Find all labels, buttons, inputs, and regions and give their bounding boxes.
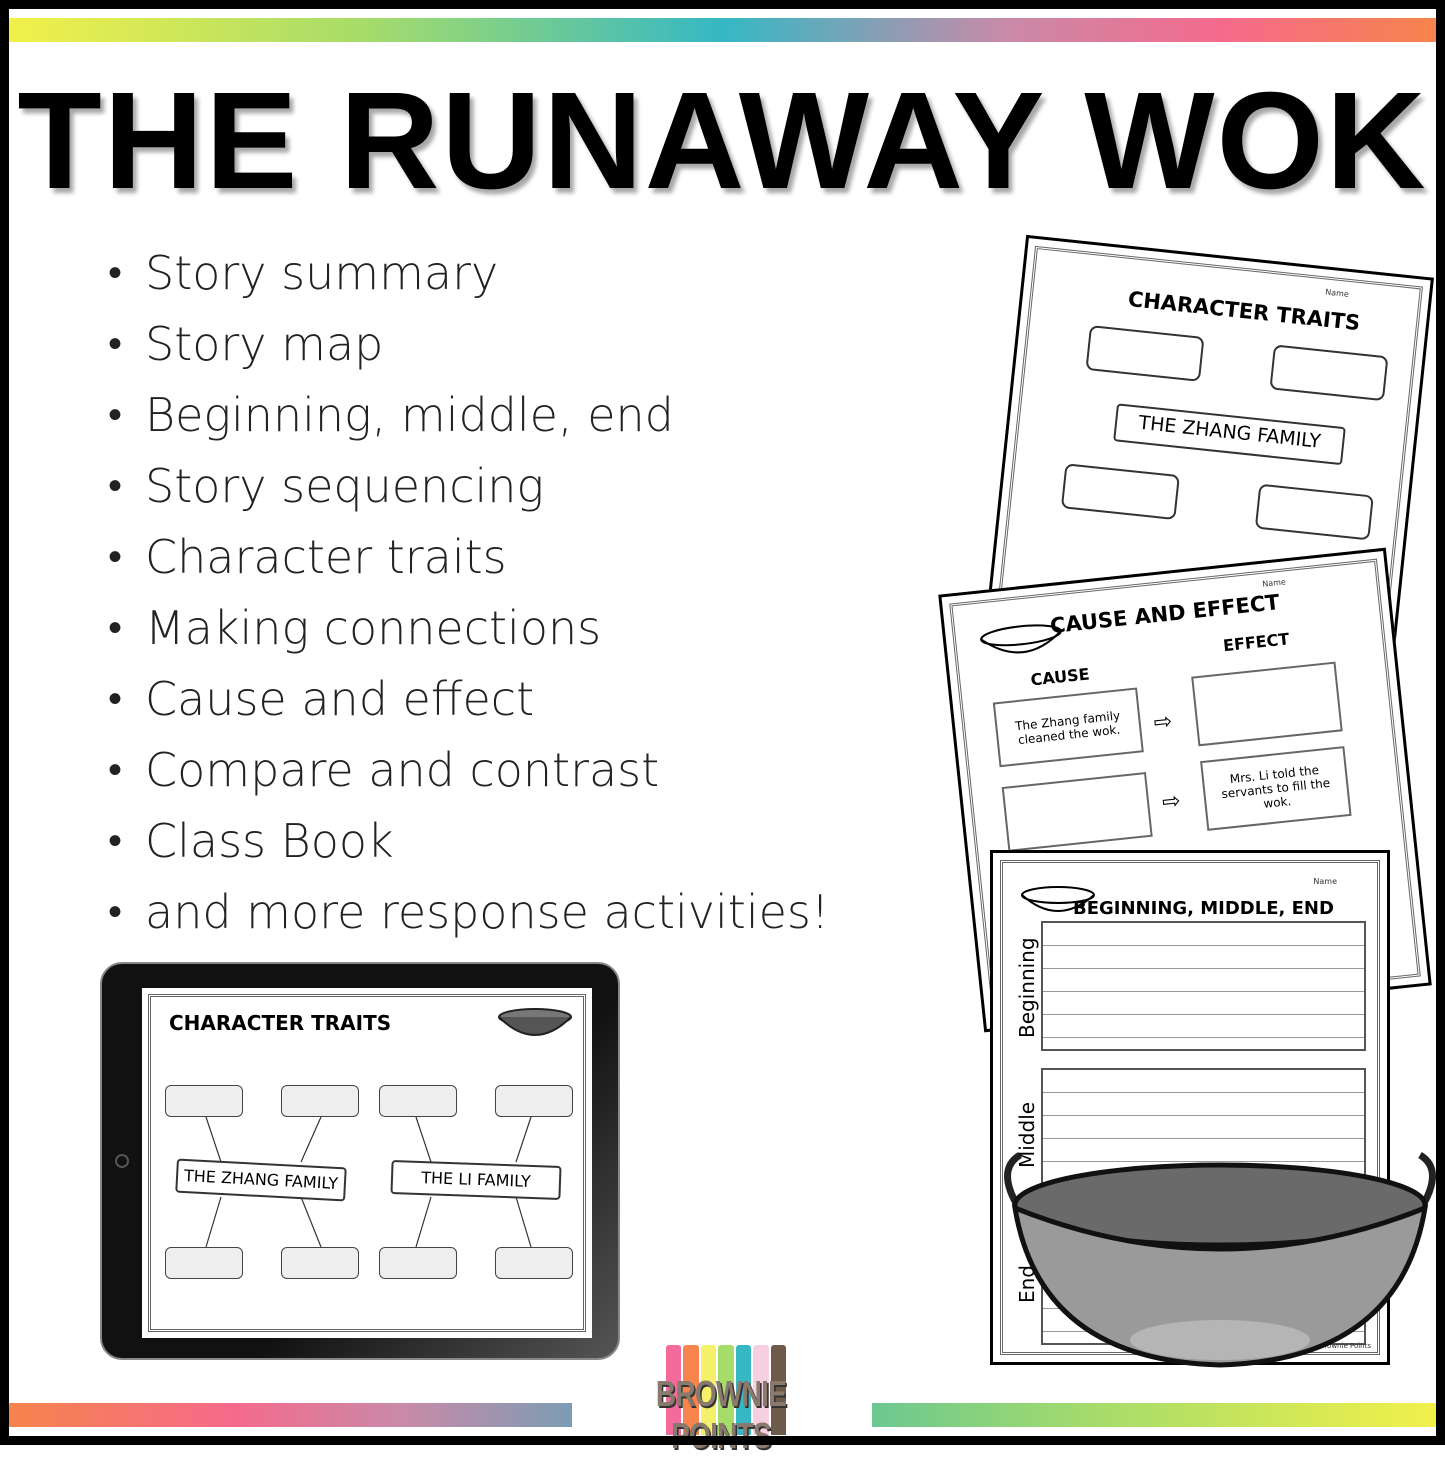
trait-box [281,1085,359,1117]
home-button-icon [115,1154,129,1168]
trait-box [495,1247,573,1279]
cause-box [1001,771,1153,852]
feature-list: •Story summary •Story map •Beginning, mi… [108,238,829,948]
tablet-preview: CHARACTER TRAITS THE ZHANG FAMILY THE LI… [100,962,620,1360]
list-item: •Story sequencing [108,459,545,513]
cause-box: The Zhang family cleaned the wok. [992,687,1144,768]
trait-box [281,1247,359,1279]
trait-box [379,1085,457,1117]
pencil-icon [753,1345,769,1435]
trait-box [1254,483,1374,541]
arrow-icon: ⇨ [1160,788,1182,816]
list-item: •Story summary [108,246,499,300]
tablet-heading: CHARACTER TRAITS [169,1011,392,1035]
trait-box [1269,344,1389,402]
trait-box [1060,463,1180,521]
list-item: •and more response activities! [108,885,830,939]
arrow-icon: ⇨ [1152,709,1174,736]
connector-lines [205,1116,532,1248]
pencil-icon [770,1345,786,1435]
list-item: •Making connections [108,601,602,655]
trait-box [165,1085,243,1117]
wok-illustration [1004,1152,1436,1368]
pencils-graphic [666,1345,786,1435]
list-item: •Character traits [108,530,507,584]
rainbow-top-bar [9,18,1436,42]
tablet-screen: CHARACTER TRAITS THE ZHANG FAMILY THE LI… [142,988,592,1338]
wok-outline-icon [980,624,1062,654]
pencil-icon [666,1345,682,1435]
rainbow-bottom-bar-right [872,1403,1436,1427]
list-item: •Class Book [108,814,394,868]
trait-box [495,1085,573,1117]
rainbow-bottom-bar-left [9,1403,572,1427]
list-item: •Beginning, middle, end [108,388,674,442]
li-banner: THE LI FAMILY [390,1160,562,1200]
trait-box [1085,325,1205,382]
effect-box [1191,661,1343,747]
list-item: •Story map [108,317,384,371]
wok-outline-icon [1021,886,1095,912]
list-item: •Cause and effect [108,672,535,726]
trait-box [379,1247,457,1279]
brownie-points-logo: BROWNIE POINTS [596,1345,846,1456]
effect-box: Mrs. Li told the servants to fill the wo… [1200,746,1352,831]
pencil-icon [735,1345,752,1435]
page-title: THE RUNAWAY WOK [17,64,1428,218]
wok-icon [498,1008,572,1036]
pencil-icon [700,1345,717,1435]
trait-box [165,1247,243,1279]
cause-effect-worksheet: Name CAUSE AND EFFECT CAUSE EFFECT The Z… [938,547,1432,1033]
list-item: •Compare and contrast [108,743,660,797]
pencil-icon [683,1345,699,1435]
pencil-icon [718,1345,734,1435]
beginning-lines [1041,921,1366,1051]
